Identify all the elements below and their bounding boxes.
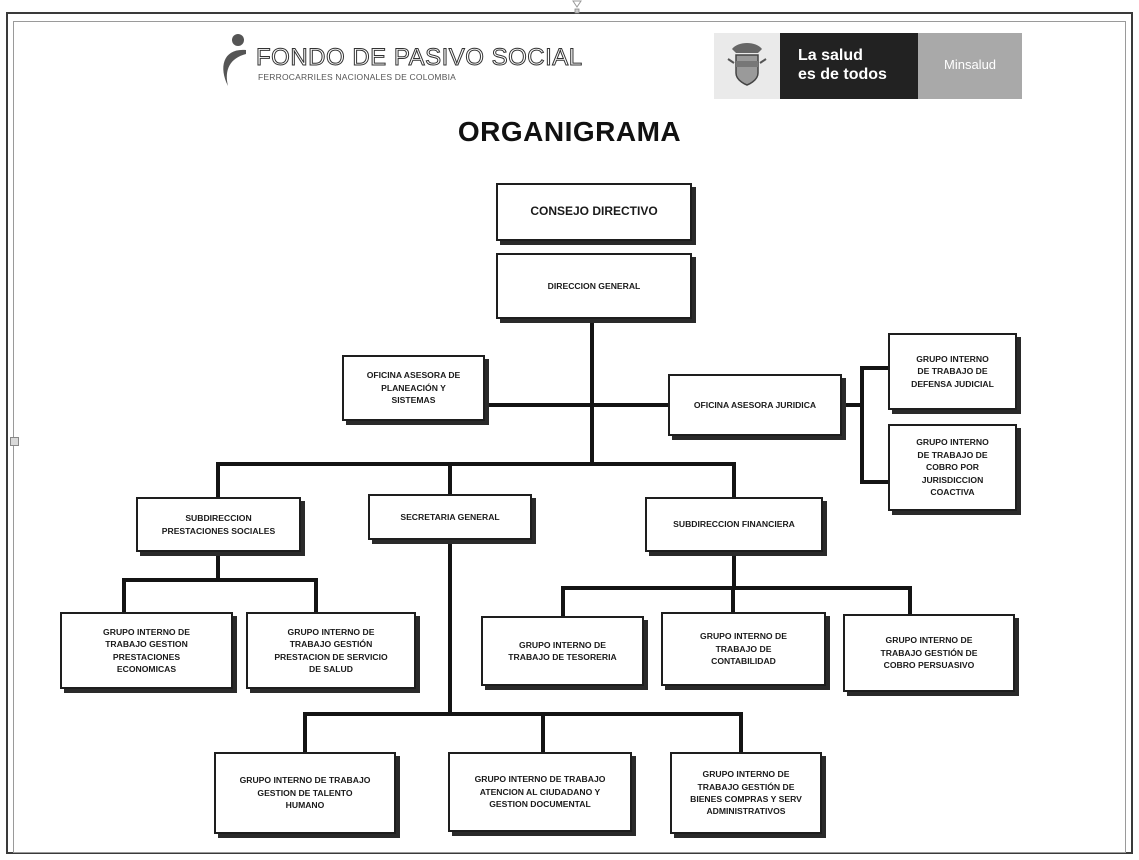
page-title: ORGANIGRAMA	[457, 116, 682, 147]
org-box-grupo-atencion-ciudadano: GRUPO INTERNO DE TRABAJO ATENCION AL CIU…	[448, 752, 632, 832]
org-box-oficina-juridica: OFICINA ASESORA JURIDICA	[668, 374, 842, 436]
org-box-cobro-coactiva: GRUPO INTERNO DE TRABAJO DE COBRO POR JU…	[888, 424, 1017, 511]
ministry-name: Minsalud	[944, 57, 997, 72]
org-box-grupo-contabilidad: GRUPO INTERNO DE TRABAJO DE CONTABILIDAD	[661, 612, 826, 686]
connector-level2-drops	[216, 462, 736, 499]
org-box-subdireccion-prestaciones: SUBDIRECCION PRESTACIONES SOCIALES	[136, 497, 301, 552]
org-box-grupo-salud: GRUPO INTERNO DE TRABAJO GESTIÓN PRESTAC…	[246, 612, 416, 689]
slogan-line-1: La salud	[798, 47, 863, 64]
fondo-pasivo-emblem-icon	[223, 34, 246, 86]
connector-prestaciones	[122, 550, 318, 614]
minsalud-name-panel	[918, 33, 1022, 99]
fondo-pasivo-subtitle: FERROCARRILES NACIONALES DE COLOMBIA	[258, 72, 457, 82]
fondo-pasivo-name: FONDO DE PASIVO SOCIAL	[256, 44, 583, 72]
org-box-grupo-bienes-compras: GRUPO INTERNO DE TRABAJO GESTIÓN DE BIEN…	[670, 752, 822, 834]
left-resize-handle[interactable]	[10, 437, 19, 446]
fondo-pasivo-logo: FONDO DE PASIVO SOCIAL FERROCARRILES NAC…	[216, 30, 583, 90]
colombia-coat-of-arms-icon	[714, 33, 780, 99]
org-box-grupo-cobro-persuasivo: GRUPO INTERNO DE TRABAJO GESTIÓN DE COBR…	[843, 614, 1015, 692]
slogan-line-2: es de todos	[798, 66, 887, 83]
connector-juridica-groups	[840, 366, 890, 484]
org-box-subdireccion-financiera: SUBDIRECCION FINANCIERA	[645, 497, 823, 552]
connector-financiera	[561, 550, 912, 618]
org-box-oficina-planeacion: OFICINA ASESORA DE PLANEACIÓN Y SISTEMAS	[342, 355, 485, 421]
org-box-grupo-tesoreria: GRUPO INTERNO DE TRABAJO DE TESORERIA	[481, 616, 644, 686]
minsalud-slogan-panel	[780, 33, 918, 99]
org-box-grupo-talento-humano: GRUPO INTERNO DE TRABAJO GESTION DE TALE…	[214, 752, 396, 834]
org-box-grupo-prestaciones: GRUPO INTERNO DE TRABAJO GESTION PRESTAC…	[60, 612, 233, 689]
page-frame	[6, 12, 1133, 854]
org-box-direccion-general: DIRECCION GENERAL	[496, 253, 692, 319]
org-box-defensa-judicial: GRUPO INTERNO DE TRABAJO DE DEFENSA JUDI…	[888, 333, 1017, 410]
minsalud-logo: La salud es de todos Minsalud	[714, 33, 1022, 99]
org-box-consejo-directivo: CONSEJO DIRECTIVO	[496, 183, 692, 241]
org-box-secretaria-general: SECRETARIA GENERAL	[368, 494, 532, 540]
connector-secretaria	[303, 538, 743, 754]
resize-marker-icon[interactable]	[572, 0, 582, 14]
